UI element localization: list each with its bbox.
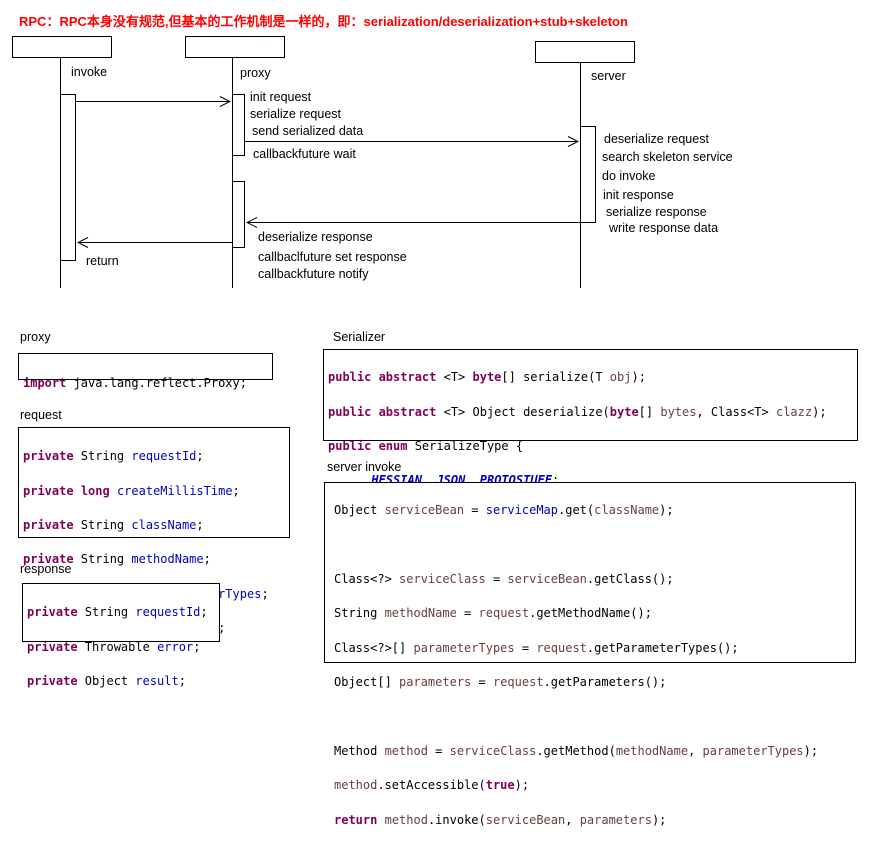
page-title: RPC：RPC本身没有规范,但基本的工作机制是一样的，即：serializati… xyxy=(19,14,628,29)
proxy-note: callbaclfuture set response xyxy=(258,250,407,264)
section-label-serializer: Serializer xyxy=(333,330,386,344)
proxy-note: callbackfuture notify xyxy=(258,267,369,281)
request-code-box: private String requestId; private long c… xyxy=(18,427,290,635)
code-line: public abstract <T> byte[] serialize(T o… xyxy=(328,370,646,385)
code-line: Method method = serviceClass.getMethod(m… xyxy=(334,743,819,758)
code-line: import java.lang.reflect.Proxy; xyxy=(23,376,247,391)
server-invoke-code-box: Object serviceBean = serviceMap.get(clas… xyxy=(324,482,856,827)
server-lifeline-label: server xyxy=(591,69,626,83)
code-line: Class<?> serviceClass = serviceBean.getC… xyxy=(334,571,674,586)
code-line: Object[] parameters = request.getParamet… xyxy=(334,675,667,690)
invoke-header-box xyxy=(12,36,112,58)
code-line: private long createMillisTime; xyxy=(23,483,240,498)
code-line: private String requestId; xyxy=(27,605,208,620)
serializer-code-box: public abstract <T> byte[] serialize(T o… xyxy=(323,349,858,522)
code-line: private String methodName; xyxy=(23,552,211,567)
invoke-lifeline-label: invoke xyxy=(71,65,108,79)
server-note: do invoke xyxy=(602,169,656,183)
server-note: init response xyxy=(603,188,674,202)
invoke-activation xyxy=(60,94,76,261)
proxy-note: deserialize response xyxy=(258,230,373,244)
section-label-proxy: proxy xyxy=(20,330,51,344)
proxy-code-box: import java.lang.reflect.Proxy; xyxy=(18,353,273,390)
proxy-note: callbackfuture wait xyxy=(253,147,356,161)
code-line: Class<?>[] parameterTypes = request.getP… xyxy=(334,640,739,655)
server-note: write response data xyxy=(609,221,719,235)
code-line: return method.invoke(serviceBean, parame… xyxy=(334,812,667,827)
proxy-note: init request xyxy=(250,90,312,104)
code-line: String methodName = request.getMethodNam… xyxy=(334,606,652,621)
server-note: search skeleton service xyxy=(602,150,733,164)
proxy-header-box xyxy=(185,36,285,58)
server-note: deserialize request xyxy=(604,132,709,146)
response-code-box: private String requestId; private Throwa… xyxy=(22,583,220,688)
server-header-box xyxy=(535,41,635,63)
proxy-lifeline-label: proxy xyxy=(240,66,271,80)
code-line: method.setAccessible(true); xyxy=(334,778,530,793)
section-label-server-invoke: server invoke xyxy=(327,460,402,474)
return-label: return xyxy=(86,254,119,268)
server-note: serialize response xyxy=(606,205,707,219)
code-line: private String requestId; xyxy=(23,449,204,464)
proxy-activation-1 xyxy=(232,94,245,156)
sequence-diagram xyxy=(12,36,635,288)
code-line: public enum SerializeType { xyxy=(328,438,524,453)
proxy-activation-2 xyxy=(232,181,245,248)
proxy-note: serialize request xyxy=(250,107,342,121)
code-line: public abstract <T> Object deserialize(b… xyxy=(328,404,827,419)
code-line: private Throwable error; xyxy=(27,639,201,654)
section-label-request: request xyxy=(20,408,62,422)
proxy-note: send serialized data xyxy=(252,124,364,138)
server-activation xyxy=(580,126,596,223)
section-label-response: response xyxy=(20,562,72,576)
code-line: private String className; xyxy=(23,517,204,532)
code-line: Object serviceBean = serviceMap.get(clas… xyxy=(334,503,674,518)
